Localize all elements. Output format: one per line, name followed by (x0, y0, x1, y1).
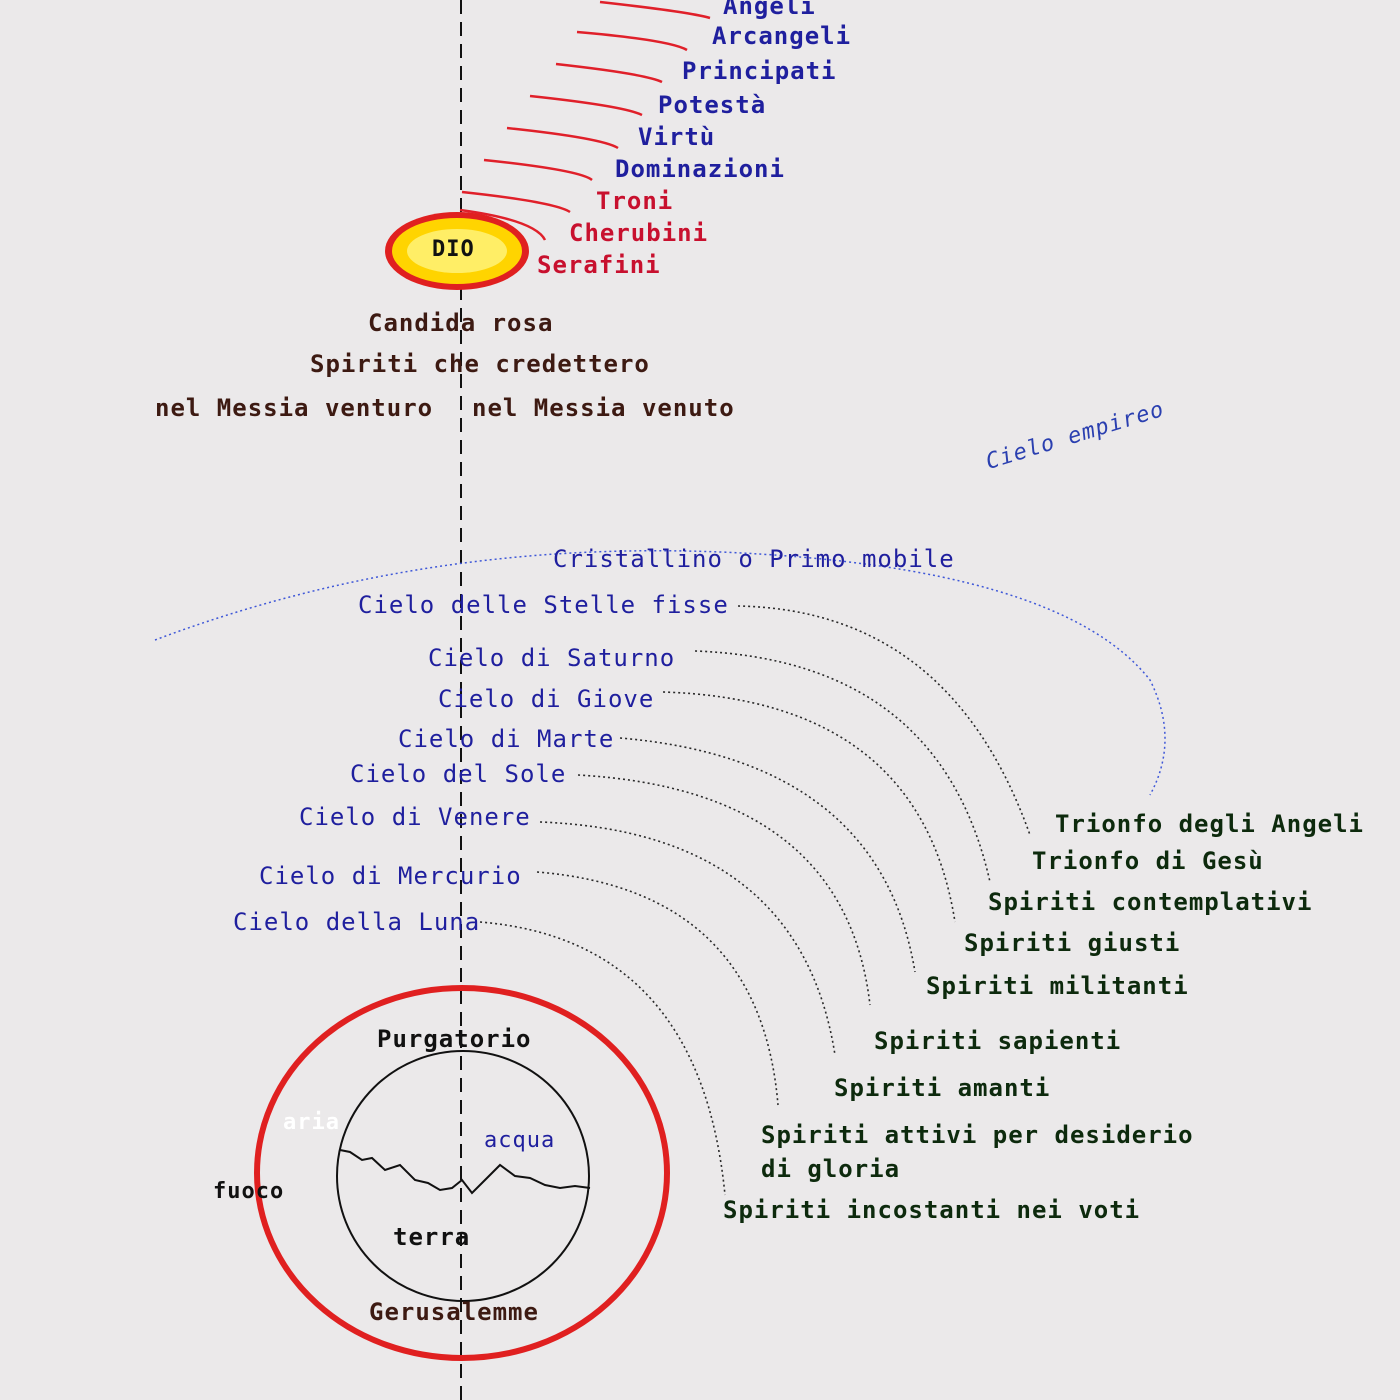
label-marte: Cielo di Marte (398, 725, 615, 753)
arc-virtu (506, 126, 619, 150)
label-fuoco: fuoco (213, 1179, 285, 1204)
label-angeli: Angeli (723, 0, 816, 20)
label-spiriti-attivi: Spiriti attivi per desiderio (761, 1121, 1194, 1149)
label-di-gloria: di gloria (761, 1155, 901, 1183)
label-troni: Troni (596, 187, 674, 215)
label-trionfo-angeli: Trionfo degli Angeli (1055, 810, 1364, 838)
arc-arcangeli (576, 30, 688, 52)
arc-dominazioni (483, 158, 593, 182)
label-arcangeli: Arcangeli (712, 22, 852, 50)
arc-cherubini (459, 208, 547, 241)
label-giove: Cielo di Giove (438, 685, 655, 713)
label-cristallino: Cristallino o Primo mobile (553, 545, 955, 573)
primo-mobile-arc (154, 549, 1166, 796)
label-mercurio: Cielo di Mercurio (259, 862, 522, 890)
fire-circle (254, 985, 670, 1361)
label-spiriti-amanti: Spiriti amanti (834, 1074, 1051, 1102)
angel-arcs (459, 0, 711, 241)
god-ellipses (385, 212, 529, 290)
arc-angeli (599, 0, 711, 20)
label-spiriti-incostanti: Spiriti incostanti nei voti (723, 1196, 1141, 1224)
arc-troni (461, 190, 571, 214)
label-stelle-fisse: Cielo delle Stelle fisse (358, 591, 729, 619)
label-saturno: Cielo di Saturno (428, 644, 676, 672)
water-line (339, 1149, 591, 1195)
label-luna: Cielo della Luna (233, 908, 481, 936)
arc-potesta (529, 94, 643, 117)
label-serafini: Serafini (537, 251, 661, 279)
earth-circle (336, 1050, 590, 1302)
label-spiriti-sapienti: Spiriti sapienti (874, 1027, 1122, 1055)
label-spiriti-contemplativi: Spiriti contemplativi (988, 888, 1313, 916)
label-virtu: Virtù (638, 123, 716, 151)
label-venere: Cielo di Venere (299, 803, 531, 831)
label-trionfo-gesu: Trionfo di Gesù (1032, 847, 1264, 875)
label-spiriti-credettero: Spiriti che credettero (310, 350, 650, 378)
label-messia-venturo: nel Messia venturo (155, 394, 434, 422)
arc-principati (555, 62, 663, 84)
label-purgatorio: Purgatorio (377, 1025, 532, 1053)
label-candida-rosa: Candida rosa (368, 309, 554, 337)
label-gerusalemme: Gerusalemme (369, 1298, 539, 1326)
label-cherubini: Cherubini (569, 219, 709, 247)
label-potesta: Potestà (658, 91, 767, 119)
earth-system (254, 985, 670, 1361)
heaven-spirit-arcs (479, 605, 1031, 1196)
label-terra: terra (393, 1223, 471, 1251)
label-spiriti-giusti: Spiriti giusti (964, 929, 1181, 957)
label-god: DIO (432, 237, 475, 262)
label-acqua: acqua (484, 1128, 556, 1153)
label-spiriti-militanti: Spiriti militanti (926, 972, 1189, 1000)
label-aria: aria (283, 1110, 340, 1135)
label-sole: Cielo del Sole (350, 760, 567, 788)
label-dominazioni: Dominazioni (615, 155, 785, 183)
label-messia-venuto: nel Messia venuto (472, 394, 735, 422)
label-principati: Principati (682, 57, 837, 85)
